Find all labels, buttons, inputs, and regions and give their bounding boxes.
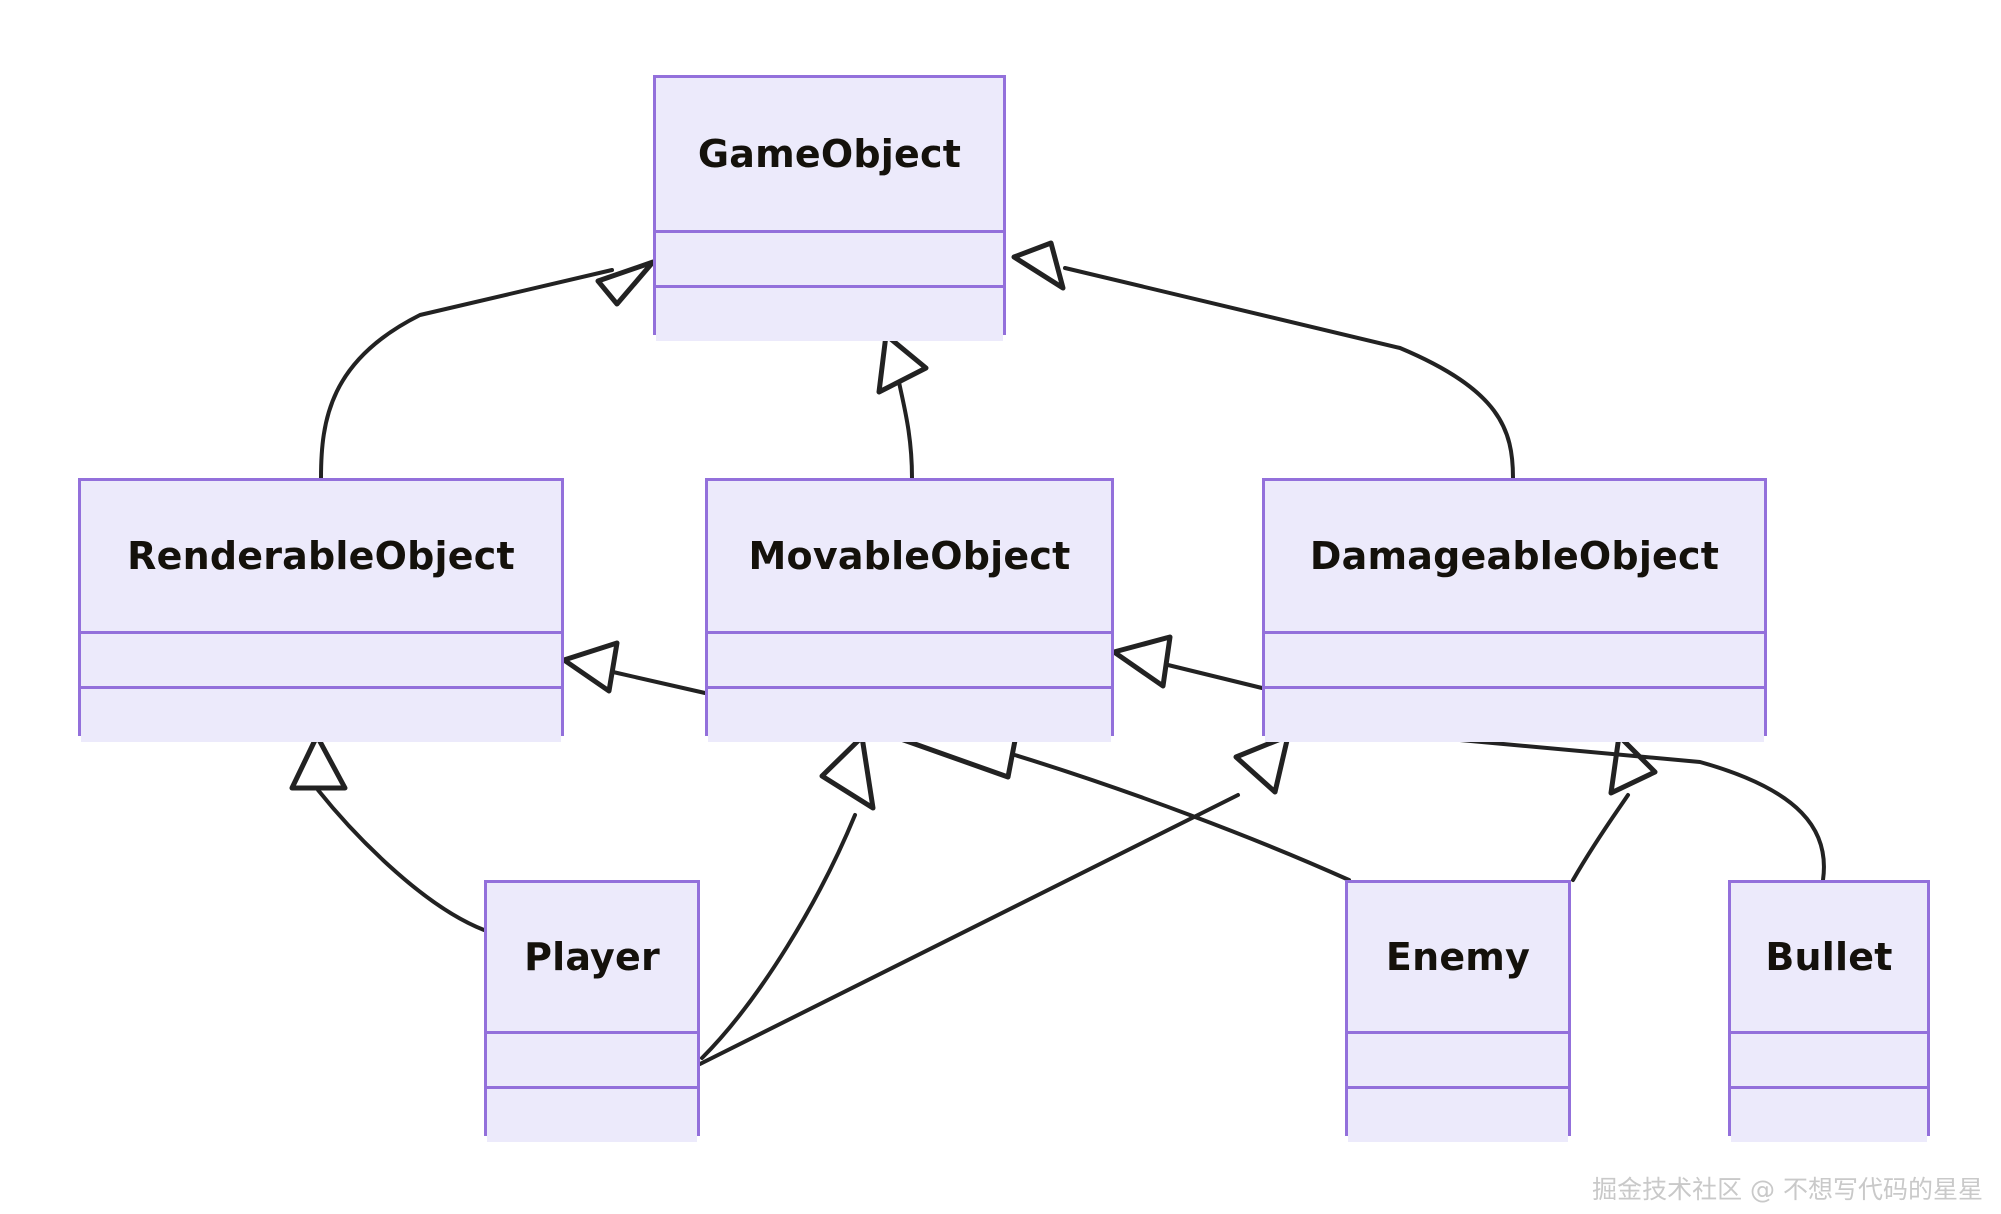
inheritance-arrowhead-damageableobject-gameobject <box>1011 240 1066 291</box>
class-box-player[interactable]: Player <box>484 880 700 1142</box>
class-attributes-movableobject <box>708 631 1111 686</box>
class-attributes-renderableobject <box>81 631 561 686</box>
class-attributes-enemy <box>1348 1031 1568 1086</box>
edge-player-to-movableobject <box>700 813 857 1060</box>
class-title-gameobject: GameObject <box>697 132 962 176</box>
inheritance-arrowhead-damageableobject-movableobject <box>1111 634 1173 689</box>
edge-damageableobject-to-gameobject <box>1063 266 1515 480</box>
inheritance-arrowhead-movableobject-gameobject <box>876 332 929 395</box>
class-title-renderableobject: RenderableObject <box>127 534 515 578</box>
class-title-damageableobject: DamageableObject <box>1309 534 1720 578</box>
inheritance-arrowhead-renderableobject-gameobject <box>595 259 656 307</box>
inheritance-arrowhead-player-renderableobject <box>289 733 348 791</box>
class-attributes-damageableobject <box>1265 631 1764 686</box>
class-methods-bullet <box>1731 1086 1927 1142</box>
edge-enemy-to-damageableobject <box>1571 793 1630 882</box>
class-attributes-gameobject <box>656 230 1003 285</box>
watermark-text: 掘金技术社区 @ 不想写代码的星星 <box>1592 1175 1983 1204</box>
edge-player-to-damageableobject <box>698 793 1240 1066</box>
inheritance-arrowhead-movableobject-renderableobject <box>561 640 620 694</box>
class-title-enemy: Enemy <box>1385 935 1531 979</box>
edge-movableobject-to-renderableobject <box>611 670 707 695</box>
edge-renderableobject-to-gameobject <box>319 268 614 480</box>
class-box-bullet[interactable]: Bullet <box>1728 880 1930 1142</box>
class-box-gameobject[interactable]: GameObject <box>653 75 1006 341</box>
class-attributes-bullet <box>1731 1031 1927 1086</box>
inheritance-arrowhead-player-damageableobject <box>1233 733 1291 795</box>
class-attributes-player <box>487 1031 697 1086</box>
class-methods-renderableobject <box>81 686 561 742</box>
class-box-damageableobject[interactable]: DamageableObject <box>1262 478 1767 742</box>
class-title-movableobject: MovableObject <box>748 534 1071 578</box>
inheritance-arrowhead-player-movableobject <box>819 734 876 811</box>
edge-player-to-renderableobject <box>316 788 486 932</box>
edge-movableobject-to-gameobject <box>895 370 914 480</box>
class-methods-gameobject <box>656 285 1003 341</box>
class-methods-player <box>487 1086 697 1142</box>
class-methods-damageableobject <box>1265 686 1764 742</box>
edge-bullet-to-damageableobject <box>1458 738 1826 882</box>
class-title-player: Player <box>524 935 660 979</box>
inheritance-arrowhead-enemy-damageableobject <box>1608 733 1658 796</box>
class-title-bullet: Bullet <box>1765 935 1893 979</box>
edge-damageableobject-to-movableobject <box>1166 663 1264 690</box>
edge-enemy-to-movableobject <box>1003 750 1351 882</box>
class-methods-enemy <box>1348 1086 1568 1142</box>
class-box-enemy[interactable]: Enemy <box>1345 880 1571 1142</box>
class-methods-movableobject <box>708 686 1111 742</box>
class-box-movableobject[interactable]: MovableObject <box>705 478 1114 742</box>
class-box-renderableobject[interactable]: RenderableObject <box>78 478 564 742</box>
